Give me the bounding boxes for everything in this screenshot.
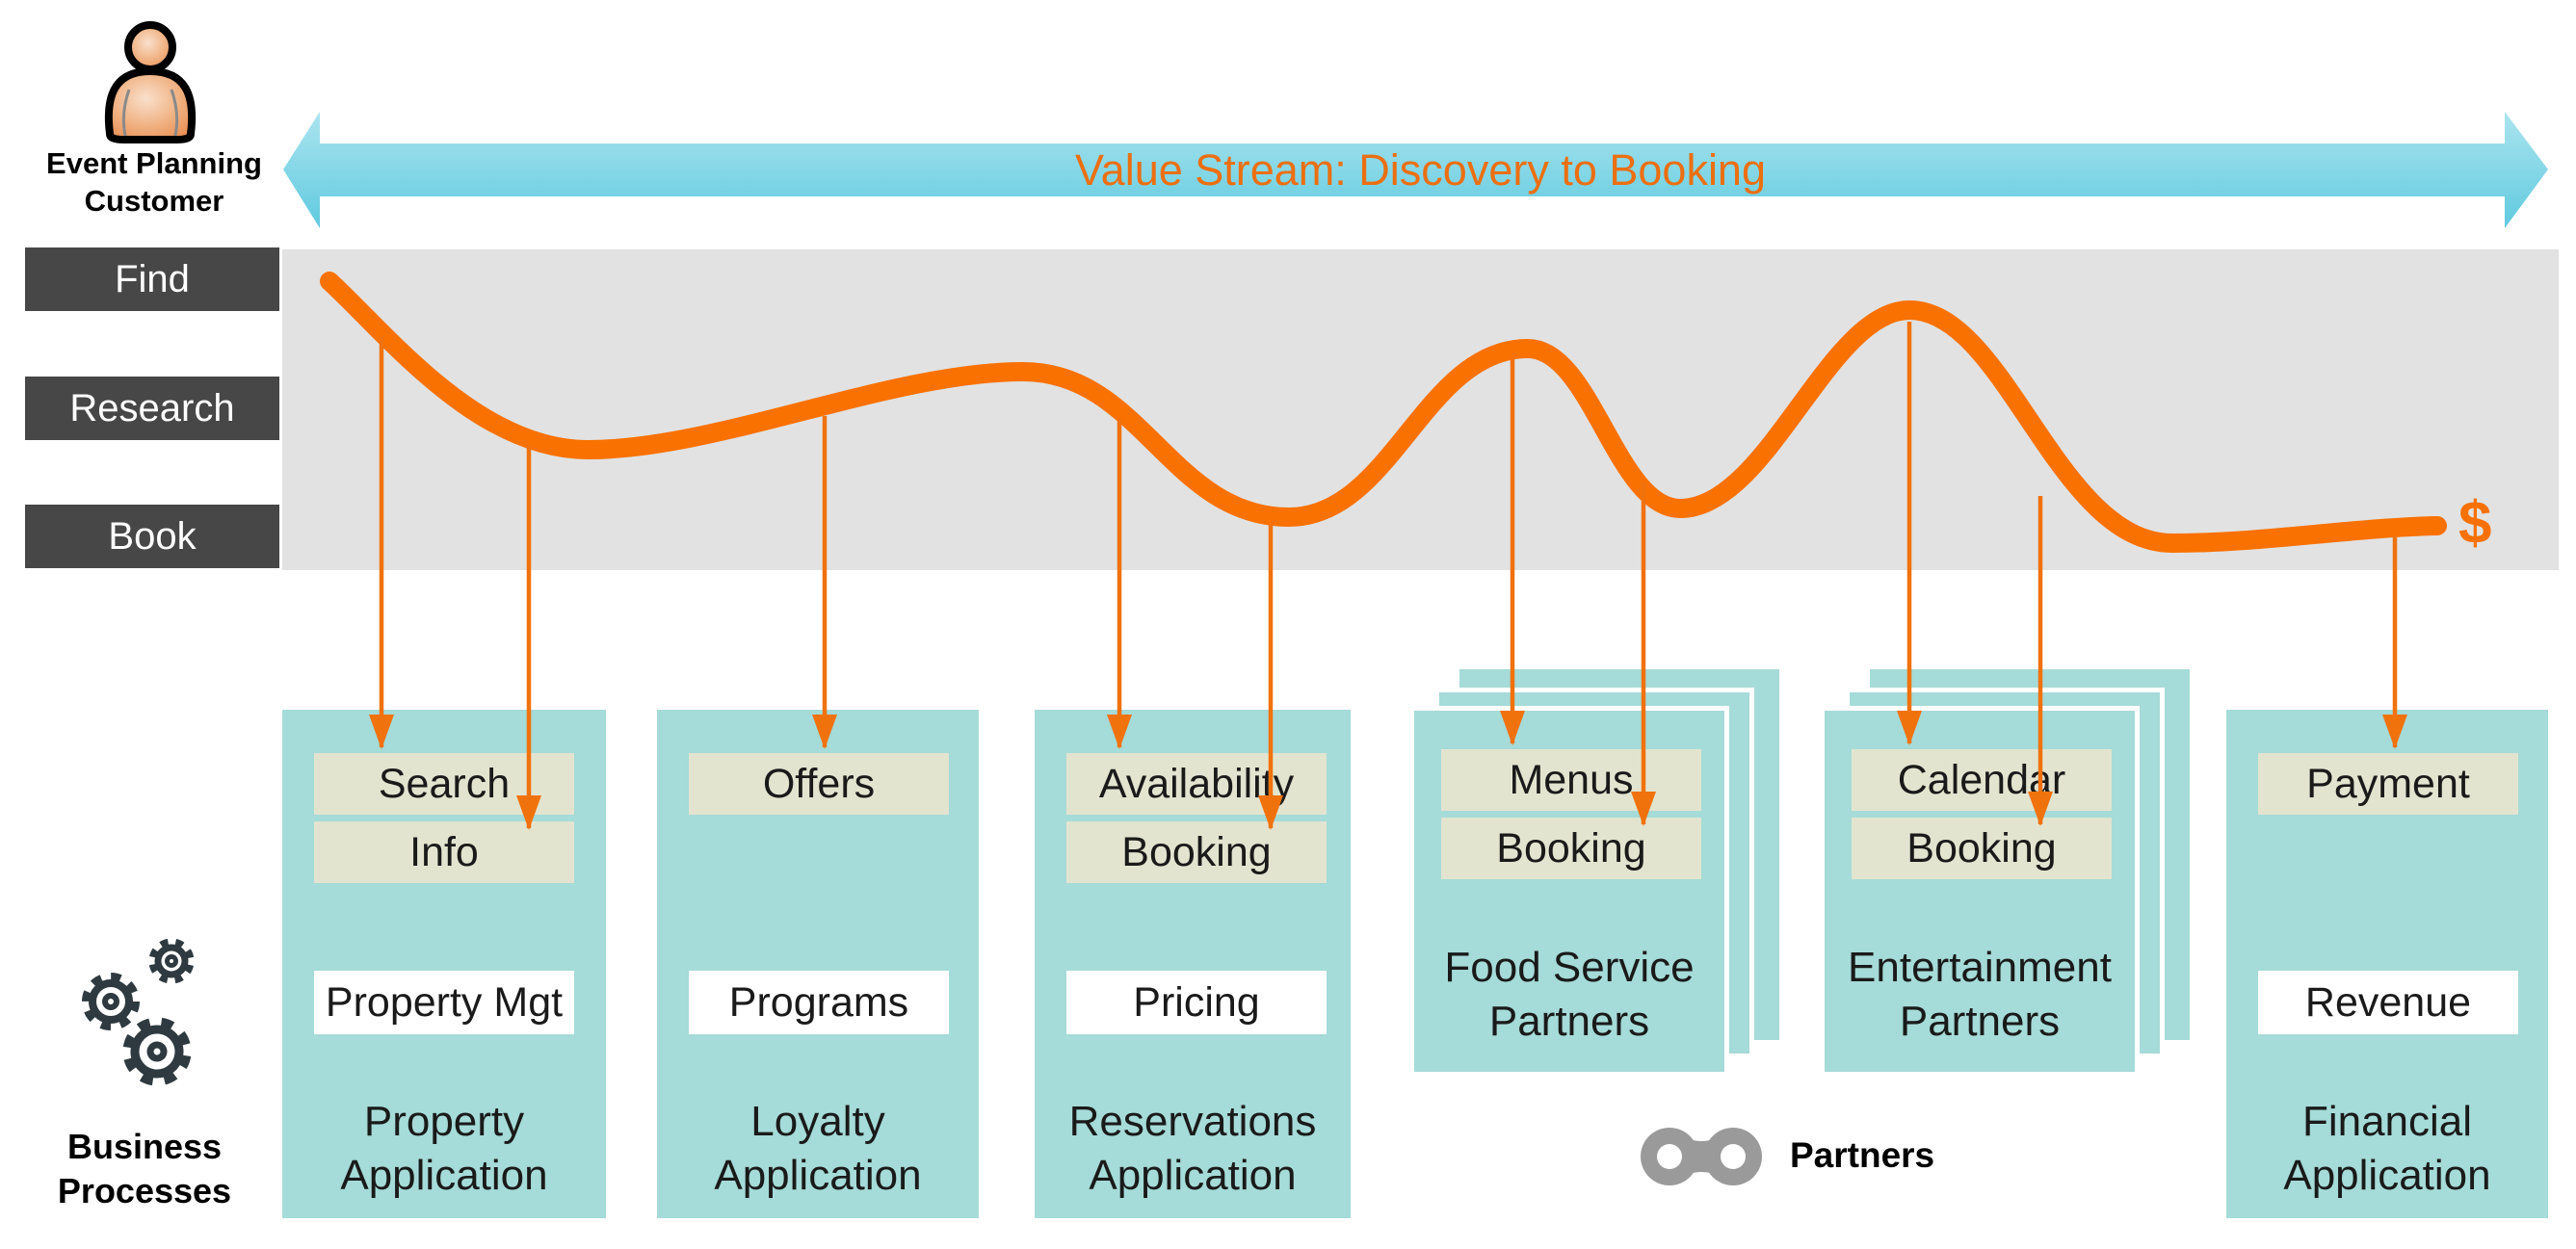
capability-chip: Payment <box>2258 753 2518 815</box>
partner-box-entertainment: Calendar Booking Entertainment Partners <box>1820 706 2140 1077</box>
stage-item-research: Research <box>25 377 279 440</box>
stage-item-find: Find <box>25 247 279 311</box>
dollar-symbol: $ <box>2458 490 2492 557</box>
app-name: Entertainment Partners <box>1848 944 2112 1045</box>
journey-band <box>282 249 2559 570</box>
process-box: Pricing <box>1066 971 1327 1034</box>
app-name: Reservations Application <box>1068 1098 1317 1199</box>
stage-label: Find <box>115 257 190 300</box>
capability-chip: Booking <box>1066 821 1327 883</box>
gears-icon <box>82 938 195 1086</box>
stage-label: Book <box>108 514 197 558</box>
capability-chip: Booking <box>1441 818 1701 879</box>
capability-chip: Availability <box>1066 753 1327 815</box>
app-name: Property Application <box>340 1098 548 1199</box>
process-box: Property Mgt <box>314 971 574 1034</box>
chain-link-icon <box>1641 1128 1762 1185</box>
process-box: Revenue <box>2258 971 2518 1034</box>
partners-label: Partners <box>1790 1135 1935 1175</box>
capability-chip: Calendar <box>1852 749 2112 811</box>
stage-label: Research <box>69 386 235 429</box>
stage-item-book: Book <box>25 505 279 568</box>
capability-chip: Offers <box>689 753 949 815</box>
app-box-financial: Payment Revenue Financial Application <box>2226 710 2548 1218</box>
capability-chip: Info <box>314 821 574 883</box>
app-name: Food Service Partners <box>1444 944 1695 1045</box>
partner-box-food-service: Menus Booking Food Service Partners <box>1409 706 1729 1077</box>
value-stream-title: Value Stream: Discovery to Booking <box>1075 145 1766 195</box>
app-box-property: Search Info Property Mgt Property Applic… <box>282 710 606 1218</box>
app-name: Loyalty Application <box>714 1098 922 1199</box>
process-box: Programs <box>689 971 949 1034</box>
app-box-loyalty: Offers Programs Loyalty Application <box>657 710 979 1218</box>
app-name: Financial Application <box>2283 1098 2491 1199</box>
capability-chip: Menus <box>1441 749 1701 811</box>
customer-label: Event Planning Customer <box>46 146 262 218</box>
app-box-reservations: Availability Booking Pricing Reservation… <box>1035 710 1351 1218</box>
capability-chip: Search <box>314 753 574 815</box>
customer-icon <box>104 21 197 143</box>
business-processes-label: Business Processes <box>57 1127 232 1210</box>
capability-chip: Booking <box>1852 818 2112 879</box>
